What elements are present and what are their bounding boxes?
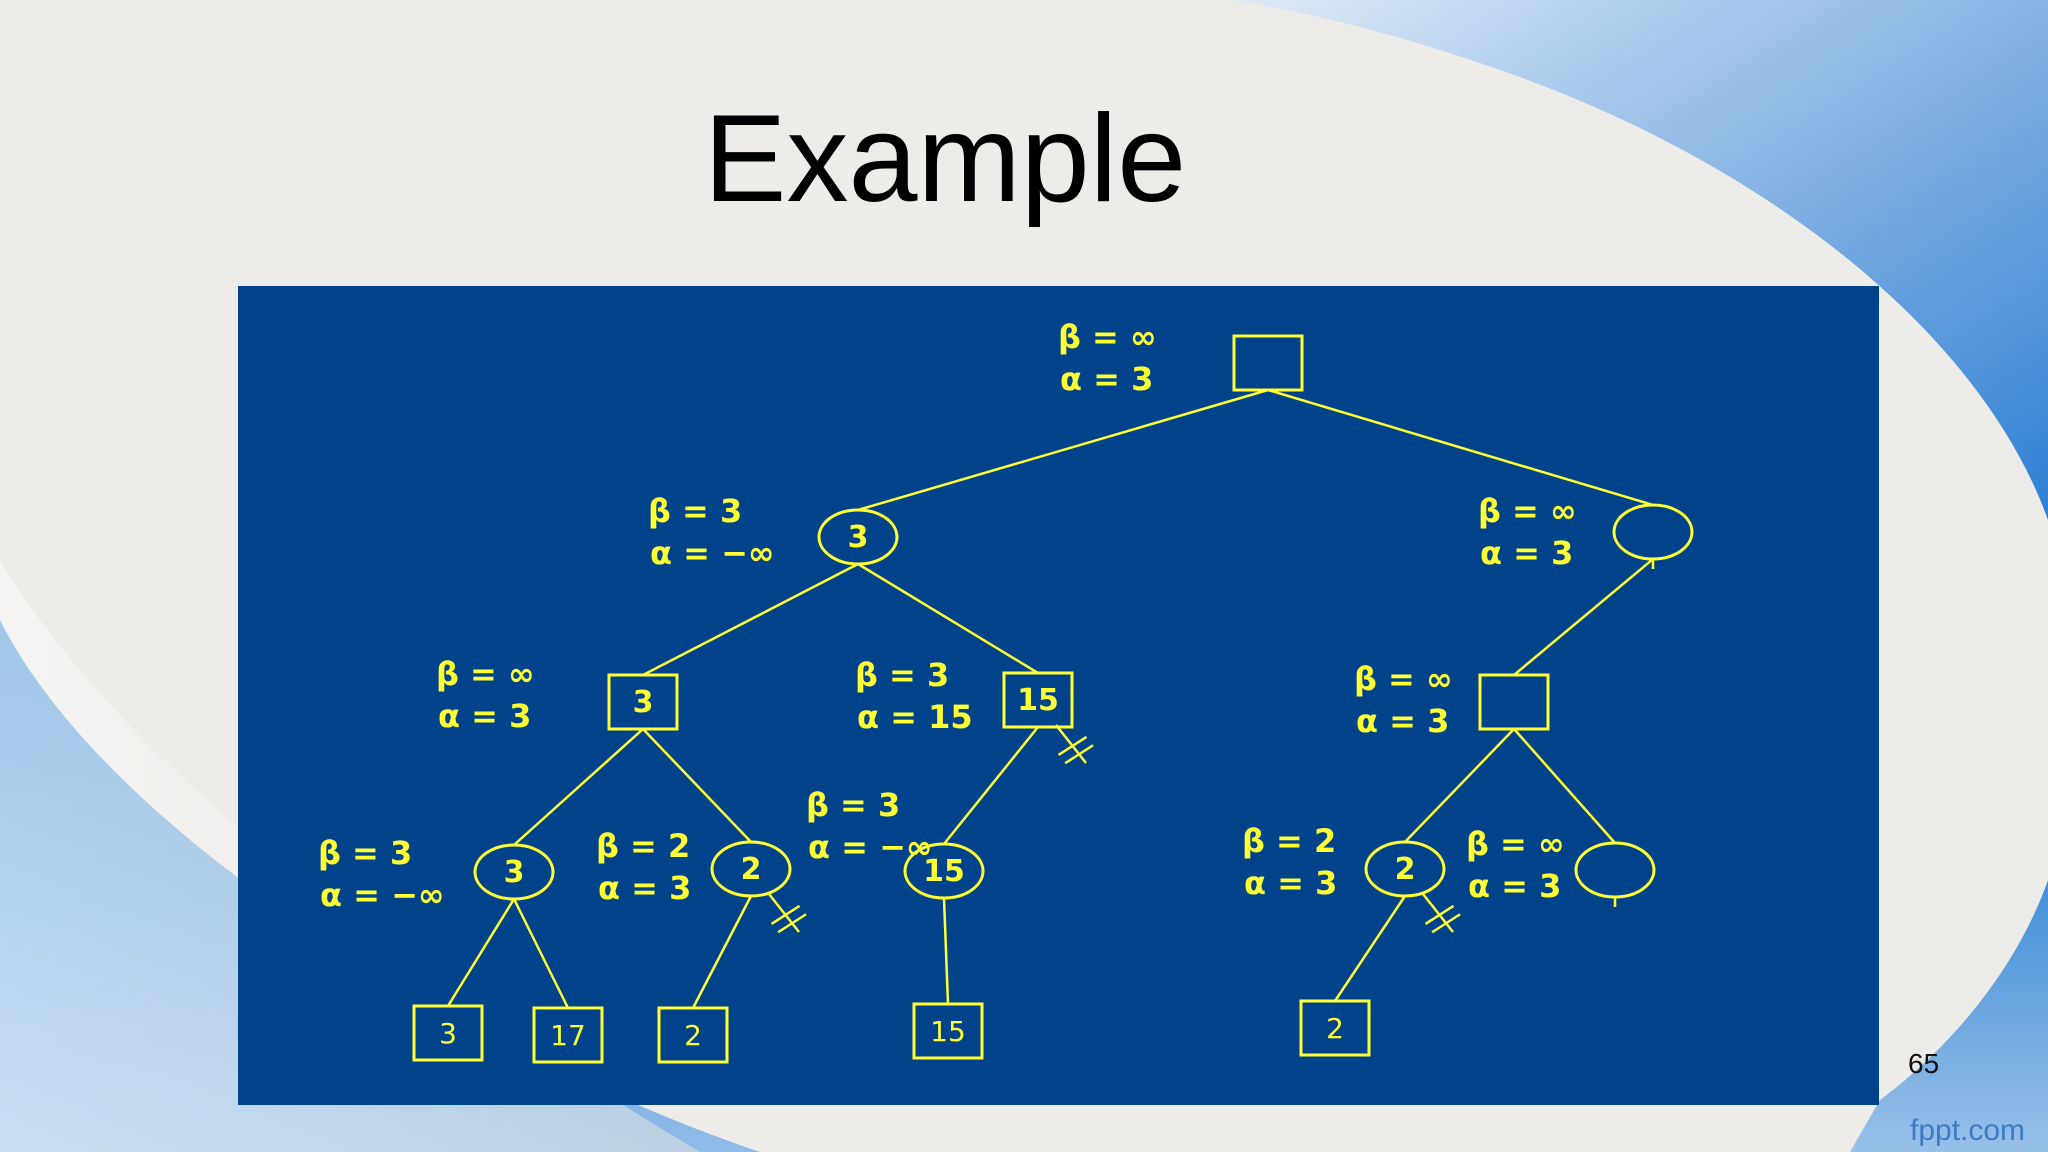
node-value: 3 <box>504 855 525 890</box>
alpha-label: α = 3 <box>438 697 531 735</box>
leaf-value: 17 <box>550 1019 586 1052</box>
tree-edge <box>1404 728 1515 843</box>
tree-edge <box>1333 895 1407 1002</box>
min-node-circle <box>1612 503 1694 561</box>
beta-label: β = ∞ <box>436 655 535 693</box>
leaf-value: 2 <box>684 1019 702 1052</box>
prune-mark <box>777 913 807 934</box>
pruned-branch <box>768 893 800 933</box>
node-value: 15 <box>923 854 965 889</box>
node-value: 3 <box>633 685 654 720</box>
node-value: 15 <box>1017 683 1059 718</box>
node-value: 3 <box>848 520 869 555</box>
game-tree: β = ∞ α = 3 3 β = 3 α = −∞ β = ∞ α = 3 3 β = ∞ α … <box>318 318 1694 1064</box>
alpha-label: α = 3 <box>1244 864 1337 902</box>
beta-label: β = 2 <box>596 827 690 865</box>
alpha-label: α = 15 <box>857 698 973 736</box>
beta-label: β = 3 <box>855 656 949 694</box>
prune-mark <box>1057 735 1088 756</box>
leaf-value: 2 <box>1326 1012 1344 1045</box>
max-node-box <box>912 1002 984 1060</box>
pruned-branch <box>1422 893 1454 933</box>
beta-label: β = 3 <box>318 834 412 872</box>
min-node-circle <box>1364 840 1446 898</box>
beta-label: β = 3 <box>648 492 742 530</box>
beta-label: β = 2 <box>1242 822 1336 860</box>
max-node-box <box>412 1004 484 1062</box>
tree-edge <box>512 898 570 1009</box>
tree-edge <box>857 388 1269 512</box>
tree-edge <box>857 562 1039 675</box>
leaf-value: 3 <box>439 1017 457 1050</box>
alpha-label: α = 3 <box>1356 702 1449 740</box>
alpha-label: α = 3 <box>1480 534 1573 572</box>
beta-label: β = ∞ <box>1478 492 1577 530</box>
tree-edge <box>1513 558 1654 676</box>
alpha-label: α = −∞ <box>320 876 445 914</box>
max-node-box <box>532 1006 604 1064</box>
alpha-beta-figure: β = ∞ α = 3 3 β = 3 α = −∞ β = ∞ α = 3 3 β = ∞ α … <box>238 286 1879 1105</box>
max-node-box <box>1299 999 1371 1057</box>
tree-edge <box>691 895 753 1009</box>
prune-mark <box>770 904 801 925</box>
alpha-label: α = 3 <box>1468 867 1561 905</box>
tree-edge <box>943 726 1039 845</box>
prune-mark <box>1431 913 1461 934</box>
node-value: 2 <box>741 852 762 887</box>
max-node-box <box>1232 334 1304 392</box>
tree-edge <box>513 728 644 846</box>
tree-edge <box>1513 728 1616 844</box>
alpha-label: α = 3 <box>1060 360 1153 398</box>
slide-title: Example <box>703 90 1187 228</box>
max-node-box <box>1478 673 1550 731</box>
alpha-label: α = −∞ <box>808 828 933 866</box>
min-node-circle <box>473 843 555 901</box>
max-node-box <box>1002 671 1074 729</box>
leaf-value: 15 <box>930 1015 966 1048</box>
brand-watermark: fppt.com <box>1910 1114 2026 1147</box>
beta-label: β = ∞ <box>1466 825 1565 863</box>
min-node-circle <box>903 842 985 900</box>
alpha-label: α = −∞ <box>650 534 775 572</box>
beta-label: β = ∞ <box>1058 318 1157 356</box>
tree-edge <box>942 897 950 1005</box>
tree-edge <box>642 562 859 677</box>
prune-mark <box>1424 904 1455 925</box>
pruned-branch <box>1055 724 1087 764</box>
tree-edge <box>446 898 516 1007</box>
beta-label: β = 3 <box>806 786 900 824</box>
max-node-box <box>657 1006 729 1064</box>
max-node-box <box>607 673 679 731</box>
node-value: 2 <box>1395 852 1416 887</box>
tree-edge <box>1267 388 1654 507</box>
beta-label: β = ∞ <box>1354 660 1453 698</box>
alpha-label: α = 3 <box>598 869 691 907</box>
page-number: 65 <box>1908 1048 1940 1079</box>
min-node-circle <box>1574 841 1656 899</box>
min-node-circle <box>817 508 899 566</box>
prune-mark <box>1064 744 1094 765</box>
min-node-circle <box>710 840 792 898</box>
tree-edge <box>642 728 752 843</box>
